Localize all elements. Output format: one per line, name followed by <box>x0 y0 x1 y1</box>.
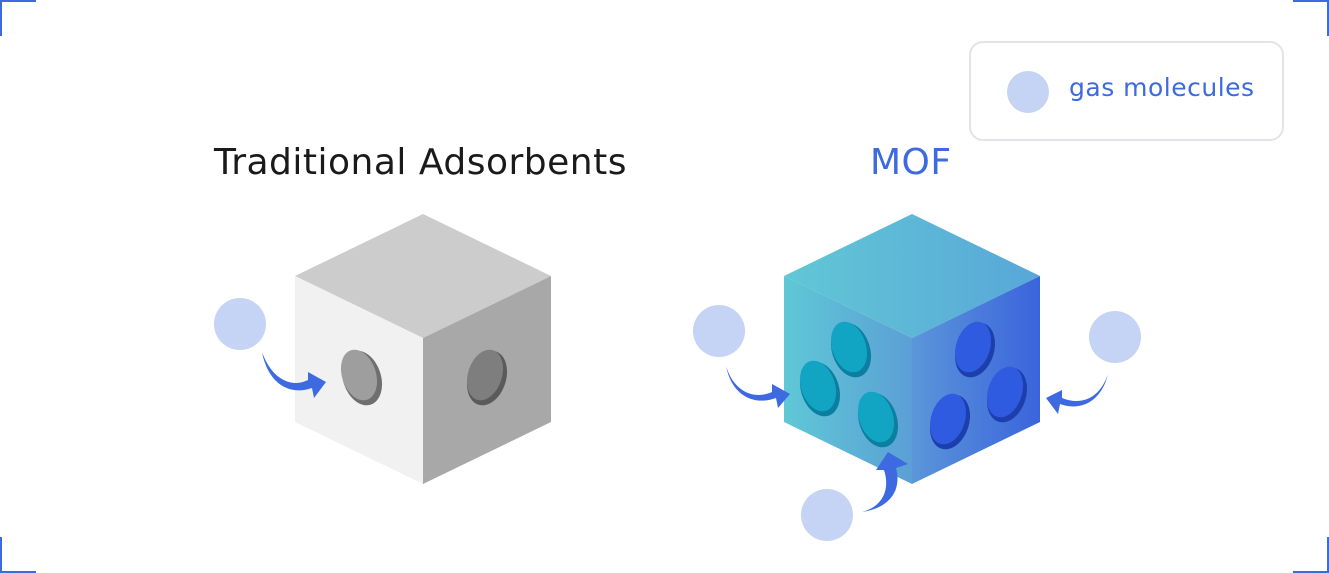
arrow-icon <box>262 352 326 398</box>
frame-corner-bottom-left <box>0 537 36 573</box>
frame-corner-top-right <box>1293 0 1329 36</box>
gas-molecule-icon <box>1007 71 1049 113</box>
traditional-adsorbents-title: Traditional Adsorbents <box>214 142 627 183</box>
frame-corner-bottom-right <box>1293 537 1329 573</box>
mof-pore <box>830 321 872 378</box>
traditional-pore-left <box>340 349 383 406</box>
mof-pore <box>799 360 841 417</box>
traditional-pore-right <box>466 349 508 406</box>
arrow-icon <box>726 366 790 408</box>
mof-cube <box>784 214 1040 484</box>
mof-title: MOF <box>870 142 952 183</box>
arrow-icon <box>862 452 908 512</box>
mof-pore <box>857 391 899 448</box>
legend-box: gas molecules <box>969 41 1284 141</box>
gas-molecule-icon <box>693 305 745 357</box>
mof-pore <box>929 393 971 450</box>
mof-pore <box>954 321 996 378</box>
legend-label: gas molecules <box>1069 73 1255 102</box>
gas-molecule-icon <box>214 298 266 350</box>
gas-molecule-icon <box>1089 311 1141 363</box>
gas-molecule-icon <box>801 489 853 541</box>
arrow-icon <box>1046 374 1108 414</box>
traditional-cube <box>295 214 551 484</box>
frame-corner-top-left <box>0 0 36 36</box>
mof-pore <box>986 366 1028 423</box>
